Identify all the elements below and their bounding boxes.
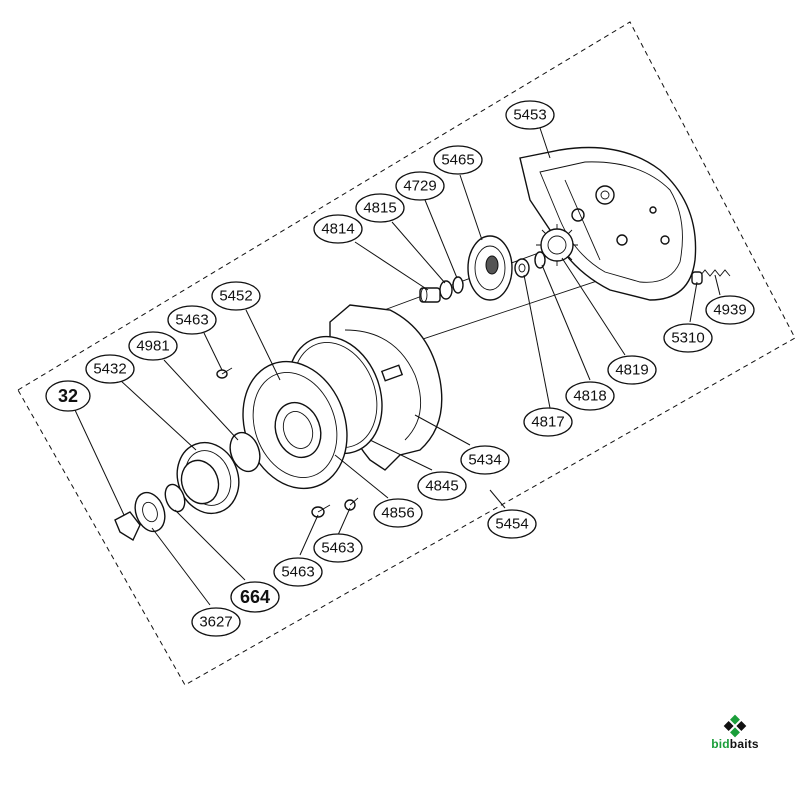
callout-5452: 5452 — [211, 281, 261, 311]
callout-4939: 4939 — [705, 295, 755, 325]
callout-5463-top: 5463 — [167, 305, 217, 335]
screw-parts — [216, 367, 359, 518]
callout-4817: 4817 — [523, 407, 573, 437]
callout-4845: 4845 — [417, 471, 467, 501]
svg-text:5454: 5454 — [495, 516, 528, 533]
svg-text:4729: 4729 — [403, 178, 436, 195]
svg-text:4817: 4817 — [531, 414, 564, 431]
callout-5310: 5310 — [663, 323, 713, 353]
svg-text:4981: 4981 — [136, 338, 169, 355]
callout-5453: 5453 — [505, 100, 555, 130]
main-gear-part — [176, 441, 240, 515]
callout-5434: 5434 — [460, 445, 510, 475]
svg-text:4819: 4819 — [615, 362, 648, 379]
callout-4856: 4856 — [373, 498, 423, 528]
callout-4814: 4814 — [313, 214, 363, 244]
callout-32: 32 — [45, 380, 91, 412]
washers-part — [514, 251, 546, 278]
svg-text:5463: 5463 — [175, 312, 208, 329]
svg-text:5432: 5432 — [93, 361, 126, 378]
callout-4981: 4981 — [128, 331, 178, 361]
callout-3627: 3627 — [191, 607, 241, 637]
bidbaits-logo-icon — [723, 714, 747, 738]
svg-text:4815: 4815 — [363, 200, 396, 217]
callout-4815: 4815 — [355, 193, 405, 223]
assembly-boundary — [17, 21, 796, 686]
svg-text:5310: 5310 — [671, 330, 704, 347]
callout-4729: 4729 — [395, 171, 445, 201]
svg-text:5463: 5463 — [281, 564, 314, 581]
callout-5454: 5454 — [487, 509, 537, 539]
bearing-part — [134, 491, 166, 533]
spring-part — [691, 269, 731, 285]
o-ring-part — [229, 431, 261, 473]
callout-5463-bottom: 5463 — [273, 557, 323, 587]
svg-text:4856: 4856 — [381, 505, 414, 522]
wordmark-prefix: bid — [711, 737, 730, 751]
collar-bushing-part — [419, 276, 464, 303]
spacer-part — [164, 483, 186, 513]
drive-gear-part — [467, 235, 513, 301]
svg-text:5452: 5452 — [219, 288, 252, 305]
svg-text:5465: 5465 — [441, 152, 474, 169]
svg-text:5453: 5453 — [513, 107, 546, 124]
side-plate-part — [519, 146, 697, 301]
key-part — [114, 511, 141, 542]
svg-text:4814: 4814 — [321, 221, 354, 238]
leader-lines — [74, 127, 721, 606]
callout-5432: 5432 — [85, 354, 135, 384]
callout-664: 664 — [230, 581, 280, 613]
callout-5465: 5465 — [433, 145, 483, 175]
svg-text:3627: 3627 — [199, 614, 232, 631]
rotor-body-part — [242, 360, 348, 490]
svg-text:4818: 4818 — [573, 388, 606, 405]
svg-text:5463: 5463 — [321, 540, 354, 557]
svg-text:664: 664 — [240, 587, 270, 607]
callout-4818: 4818 — [565, 381, 615, 411]
callout-5463-middle: 5463 — [313, 533, 363, 563]
pinion-gear-part — [536, 224, 578, 266]
svg-text:4939: 4939 — [713, 302, 746, 319]
bidbaits-wordmark: bidbaits — [700, 737, 770, 751]
svg-text:32: 32 — [58, 386, 78, 406]
svg-text:4845: 4845 — [425, 478, 458, 495]
wordmark-suffix: baits — [729, 737, 759, 751]
callout-4819: 4819 — [607, 355, 657, 385]
svg-text:5434: 5434 — [468, 452, 501, 469]
